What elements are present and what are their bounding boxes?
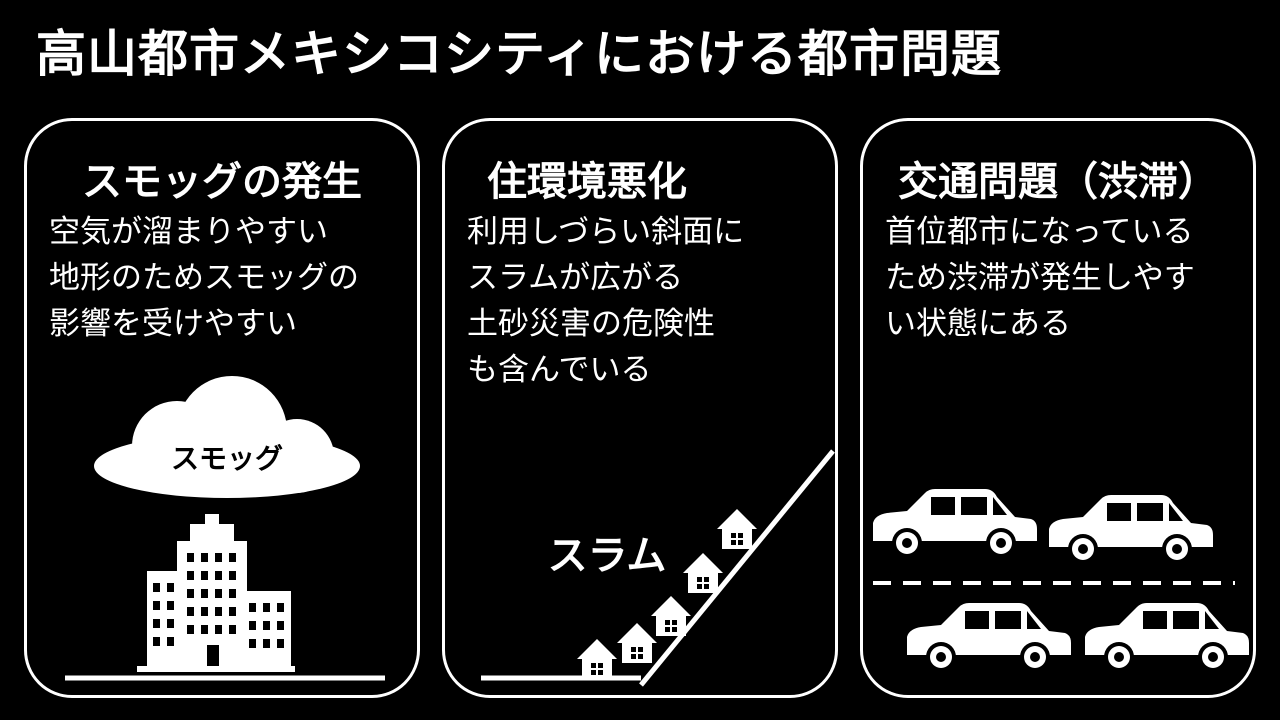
description-line: 利用しづらい斜面に (467, 214, 745, 250)
description-line: 首位都市になっている (885, 214, 1194, 250)
description-line: 空気が溜まりやすい (49, 214, 328, 250)
panel-traffic: 交通問題（渋滞） 首位都市になっている ため渋滞が発生しやす い状態にある (860, 118, 1256, 698)
car-icon (907, 603, 1071, 672)
panel-heading: 住環境悪化 (487, 159, 687, 205)
car-icon (1049, 495, 1213, 564)
description-line: 地形のためスモッグの (49, 260, 359, 296)
car-icon (873, 489, 1037, 558)
page-title: 高山都市メキシコシティにおける都市問題 (36, 25, 1002, 83)
panel-living-environment: 住環境悪化 利用しづらい斜面に スラムが広がる 土砂災害の危険性 も含んでいる … (442, 118, 838, 698)
house-icon (577, 509, 757, 679)
slope-icon (481, 449, 835, 687)
description-line: 土砂災害の危険性 (467, 306, 715, 342)
panel-description: 空気が溜まりやすい 地形のためスモッグの 影響を受けやすい (49, 209, 407, 347)
description-line: い状態にある (885, 306, 1071, 342)
building-icon (137, 514, 295, 672)
description-line: も含んでいる (467, 352, 652, 388)
description-line: スラムが広がる (467, 260, 684, 296)
traffic-illustration (873, 489, 1249, 672)
cloud-icon (94, 376, 360, 498)
description-line: ため渋滞が発生しやす (885, 260, 1195, 296)
car-icon (1085, 603, 1249, 672)
panel-description: 首位都市になっている ため渋滞が発生しやす い状態にある (885, 209, 1243, 347)
panel-heading: スモッグの発生 (82, 159, 362, 205)
slum-illustration: スラム (481, 449, 835, 687)
panel-heading: 交通問題（渋滞） (898, 159, 1218, 205)
panel-smog: スモッグの発生 空気が溜まりやすい 地形のためスモッグの 影響を受けやすい スモ… (24, 118, 420, 698)
panel-description: 利用しづらい斜面に スラムが広がる 土砂災害の危険性 も含んでいる (467, 209, 825, 393)
description-line: 影響を受けやすい (49, 306, 297, 342)
smog-label: スモッグ (171, 442, 283, 475)
smog-illustration: スモッグ (65, 376, 385, 681)
slum-label: スラム (548, 533, 667, 579)
